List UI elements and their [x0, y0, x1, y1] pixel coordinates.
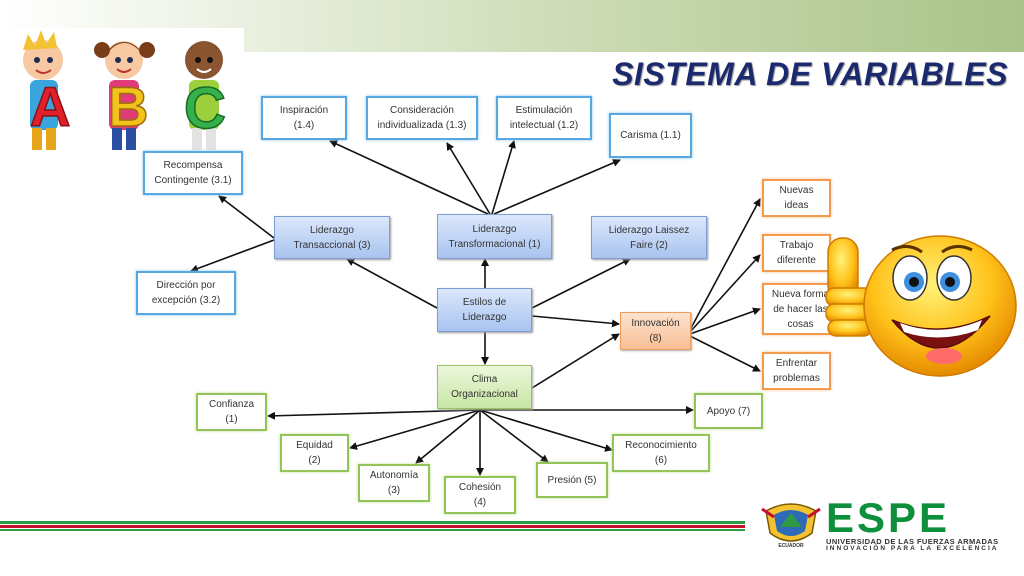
- arrow-innovacion-trabajo: [689, 254, 761, 333]
- node-trabajo-diferente: Trabajo diferente: [762, 234, 831, 272]
- arrow-innovacion-nueva-forma: [689, 307, 761, 335]
- arrow-clima-reconocimiento: [479, 409, 613, 452]
- arrow-transformacional-inspiracion: [329, 140, 489, 215]
- emblem-text: ECUADOR: [778, 543, 804, 549]
- node-autonomia: Autonomía (3): [358, 464, 430, 502]
- arrow-innovacion-nuevas-ideas: [689, 198, 761, 331]
- arrow-estilos-transaccional: [346, 258, 438, 309]
- espe-subtitle: UNIVERSIDAD DE LAS FUERZAS ARMADAS: [826, 537, 999, 546]
- node-recompensa: Recompensa Contingente (3.1): [143, 151, 243, 195]
- arrow-clima-presion: [479, 409, 549, 463]
- espe-emblem-icon: ECUADOR: [761, 503, 821, 549]
- node-equidad: Equidad (2): [280, 434, 349, 472]
- node-apoyo: Apoyo (7): [694, 393, 763, 429]
- arrow-clima-equidad: [349, 409, 481, 450]
- letter-c-icon: C: [184, 76, 226, 141]
- arrow-estilos-innovacion: [531, 315, 620, 328]
- arrow-transformacional-estimulacion: [491, 140, 516, 215]
- node-liderazgo-transaccional: Liderazgo Transaccional (3): [274, 216, 390, 259]
- letter-a-icon: A: [30, 75, 70, 138]
- node-cohesion: Cohesión (4): [444, 476, 516, 514]
- node-liderazgo-transformacional: Liderazgo Transformacional (1): [437, 214, 552, 259]
- smiley-thumbs-up-icon: [825, 235, 1017, 377]
- node-confianza: Confianza (1): [196, 393, 267, 431]
- arrow-innovacion-enfrentar: [689, 335, 761, 372]
- node-enfrentar-problemas: Enfrentar problemas: [762, 352, 831, 390]
- node-estilos-liderazgo: Estilos de Liderazgo: [437, 288, 532, 332]
- node-nuevas-ideas: Nuevas ideas: [762, 179, 831, 217]
- node-clima-organizacional: Clima Organizacional: [437, 365, 532, 409]
- node-presion: Presión (5): [536, 462, 608, 498]
- arrow-clima-confianza: [267, 409, 481, 420]
- kids-abc-illustration: A B C: [8, 28, 244, 154]
- letter-b-icon: B: [108, 75, 148, 138]
- node-reconocimiento: Reconocimiento (6): [612, 434, 710, 472]
- node-consideracion: Consideración individualizada (1.3): [366, 96, 478, 140]
- node-innovacion: Innovación (8): [620, 312, 691, 350]
- arrow-transaccional-recompensa: [218, 195, 275, 239]
- node-direccion: Dirección por excepción (3.2): [136, 271, 236, 315]
- page-title: SISTEMA DE VARIABLES: [612, 56, 1008, 92]
- node-estimulacion: Estimulación intelectual (1.2): [496, 96, 592, 140]
- arrow-transformacional-consideracion: [446, 142, 491, 215]
- bottom-flag-stripe: [0, 521, 745, 531]
- arrow-estilos-laissez: [531, 258, 631, 309]
- arrow-clima-autonomia: [415, 409, 481, 464]
- node-carisma: Carisma (1.1): [609, 113, 692, 158]
- espe-tagline: INNOVACIÓN PARA LA EXCELENCIA: [826, 545, 999, 552]
- arrow-transaccional-direccion: [190, 239, 275, 273]
- espe-logo-text: ESPE: [826, 494, 951, 541]
- node-liderazgo-laissez-faire: Liderazgo Laissez Faire (2): [591, 216, 707, 259]
- arrow-clima-innovacion: [531, 333, 620, 389]
- node-inspiracion: Inspiración (1.4): [261, 96, 347, 140]
- arrow-transformacional-carisma: [493, 159, 621, 215]
